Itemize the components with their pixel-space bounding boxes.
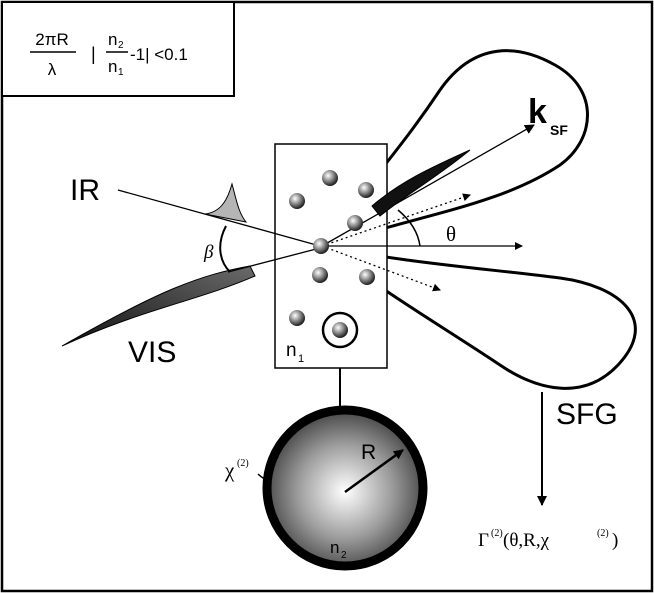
beads bbox=[289, 170, 375, 349]
gamma-args-close: ) bbox=[612, 530, 618, 551]
condition-numerator: 2πR bbox=[35, 30, 68, 49]
sfg-lower-lobe bbox=[323, 244, 637, 390]
gamma-expression: Γ (2) (θ,R,χ (2) ) bbox=[478, 528, 618, 551]
gamma-symbol: Γ bbox=[478, 530, 489, 551]
radius-label: R bbox=[361, 441, 376, 464]
ir-beam bbox=[117, 189, 321, 247]
bead bbox=[289, 193, 305, 209]
condition-ratio-denominator-sub: 1 bbox=[118, 67, 124, 78]
chi-leader bbox=[257, 473, 271, 483]
condition-denominator: λ bbox=[48, 60, 57, 79]
sfg-pulse bbox=[371, 149, 471, 217]
bead bbox=[312, 267, 328, 283]
theta-label: θ bbox=[446, 222, 456, 246]
condition-tail: -1| <0.1 bbox=[130, 45, 188, 64]
chi-superscript: (2) bbox=[237, 458, 249, 469]
n2-subscript: 2 bbox=[341, 550, 347, 561]
sfg-upper-lobe bbox=[320, 49, 589, 249]
beta-label: β bbox=[203, 242, 214, 263]
ir-label: IR bbox=[70, 174, 100, 207]
condition-box bbox=[1, 1, 235, 97]
n1-label: n bbox=[286, 340, 297, 361]
vis-beam bbox=[227, 247, 321, 273]
bead bbox=[322, 170, 338, 186]
bead bbox=[289, 310, 305, 326]
condition-formula: 2πR λ | n 2 n 1 -1| <0.1 bbox=[30, 30, 188, 79]
ir-pulse bbox=[204, 182, 248, 223]
theta-arc bbox=[397, 209, 421, 247]
gamma-args-superscript: (2) bbox=[597, 528, 609, 539]
sfg-label: SFG bbox=[556, 398, 618, 431]
bead-highlighted bbox=[332, 322, 348, 338]
condition-ratio-denominator: n bbox=[108, 57, 117, 76]
n2-label: n bbox=[330, 538, 339, 557]
condition-ratio-numerator-sub: 2 bbox=[118, 40, 124, 51]
k-sf-subscript: SF bbox=[550, 122, 568, 138]
condition-bar: | bbox=[91, 44, 96, 64]
vis-label: VIS bbox=[128, 336, 176, 369]
gamma-args: (θ,R,χ bbox=[503, 530, 550, 551]
radius-arrow bbox=[344, 448, 404, 494]
bead bbox=[358, 182, 374, 198]
vis-pulse bbox=[61, 265, 256, 347]
condition-ratio-numerator: n bbox=[108, 30, 117, 49]
scatter-dotted-upper bbox=[321, 193, 471, 247]
bead-center bbox=[313, 238, 329, 254]
k-sf-label: k bbox=[528, 93, 547, 131]
chi-label: χ bbox=[224, 458, 235, 482]
scatter-dotted-lower bbox=[321, 245, 441, 292]
gamma-superscript: (2) bbox=[491, 528, 503, 539]
n1-subscript: 1 bbox=[298, 353, 304, 365]
bead bbox=[347, 215, 363, 231]
bead bbox=[359, 269, 375, 285]
beta-arc bbox=[219, 225, 231, 273]
magnified-sphere bbox=[262, 405, 428, 571]
